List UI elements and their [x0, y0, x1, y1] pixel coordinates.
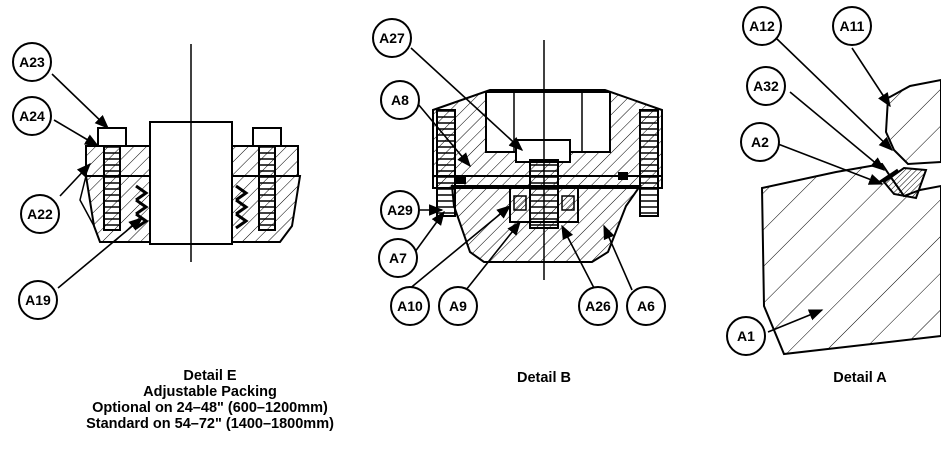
callout-a29-label: A29: [387, 202, 413, 218]
callout-a27: A27: [372, 18, 412, 58]
callout-a6-label: A6: [637, 298, 655, 314]
callout-a24: A24: [12, 96, 52, 136]
detail-b-stud-left: [436, 109, 456, 217]
callout-a8: A8: [380, 80, 420, 120]
detail-a-drawing: [760, 78, 941, 356]
detail-e-caption-line-4: Standard on 54–72" (1400–1800mm): [86, 416, 334, 432]
detail-e-nut-right: [252, 127, 282, 147]
callout-a6: A6: [626, 286, 666, 326]
callout-a7-label: A7: [389, 250, 407, 266]
callout-a9-label: A9: [449, 298, 467, 314]
callout-a11-label: A11: [840, 18, 865, 34]
callout-a1: A1: [726, 316, 766, 356]
callouts: [51, 37, 894, 333]
detail-e-caption-line-1: Detail E: [183, 368, 237, 384]
callout-a10: A10: [390, 286, 430, 326]
callout-a19-label: A19: [25, 292, 51, 308]
detail-a-upper-segment: [884, 78, 941, 166]
callout-a22-label: A22: [27, 206, 53, 222]
callout-a32-label: A32: [753, 78, 779, 94]
callout-a1-label: A1: [737, 328, 755, 344]
callout-a7: A7: [378, 238, 418, 278]
detail-a-seal-ring: [882, 166, 928, 200]
detail-e-caption-line-3: Optional on 24–48" (600–1200mm): [92, 400, 328, 416]
callout-a9: A9: [438, 286, 478, 326]
callout-a27-label: A27: [379, 30, 405, 46]
detail-b-stud-right: [639, 109, 659, 217]
callout-a32: A32: [746, 66, 786, 106]
callout-a11: A11: [832, 6, 872, 46]
callout-bubbles: A23 A24 A22 A19 A27 A8 A29 A7: [12, 6, 872, 356]
detail-e-drawing: [79, 44, 302, 262]
detail-e-caption: Detail E Adjustable Packing Optional on …: [86, 368, 334, 432]
callout-a23: A23: [12, 42, 52, 82]
callout-a12: A12: [742, 6, 782, 46]
callout-a12-label: A12: [749, 18, 775, 34]
detail-e-packing-right: [235, 184, 249, 230]
callout-a24-label: A24: [19, 108, 45, 124]
callout-a26-label: A26: [585, 298, 611, 314]
detail-b-caption: Detail B: [517, 370, 571, 386]
callout-a8-label: A8: [391, 92, 409, 108]
callout-a23-label: A23: [19, 54, 45, 70]
callout-a10-label: A10: [397, 298, 423, 314]
detail-e-stud-left: [103, 145, 121, 231]
detail-a-caption: Detail A: [833, 370, 887, 386]
detail-e-caption-line-2: Adjustable Packing: [143, 384, 277, 400]
detail-a-main-body: [760, 162, 941, 356]
callout-a2: A2: [740, 122, 780, 162]
detail-b-nut: [515, 139, 571, 163]
callout-a2-label: A2: [751, 134, 769, 150]
detail-e-stud-right: [258, 145, 276, 231]
detail-e-nut-left: [97, 127, 127, 147]
detail-b-drawing: [432, 40, 663, 280]
callout-a22: A22: [20, 194, 60, 234]
callout-a29: A29: [380, 190, 420, 230]
callout-a26: A26: [578, 286, 618, 326]
callout-a19: A19: [18, 280, 58, 320]
